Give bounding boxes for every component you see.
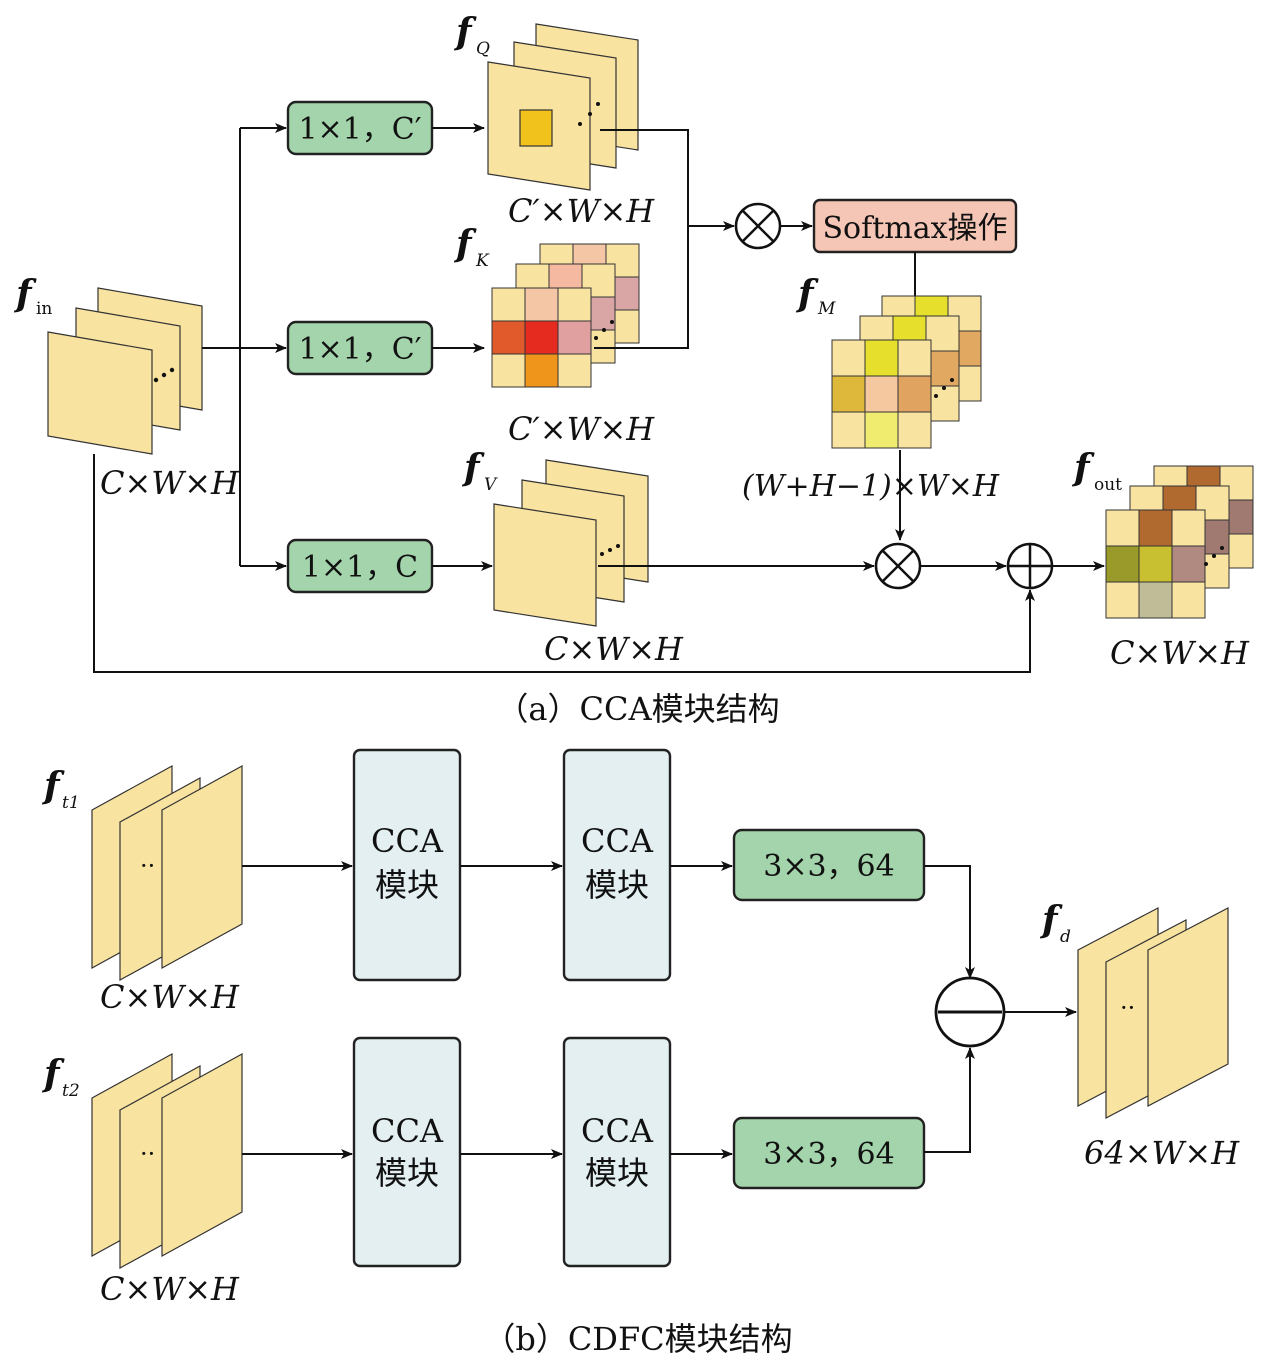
conv-3x3-box-2: 3×3，64 (732, 1116, 926, 1190)
multiply-op-1 (734, 202, 782, 250)
f-d-feature-stack: ·· (1077, 907, 1229, 1119)
f-m-label: f (795, 273, 819, 315)
f-in-subscript: in (36, 299, 52, 319)
f-k-subscript: K (475, 251, 490, 271)
f-k-feature-stack (491, 243, 640, 388)
f-t2-feature-stack: ·· (91, 1052, 243, 1270)
f-v-label: f (461, 447, 485, 489)
add-op (1006, 542, 1054, 590)
svg-text:3×3，64: 3×3，64 (763, 1137, 894, 1172)
f-k-dim: C′×W×H (508, 410, 655, 448)
svg-text:模块: 模块 (585, 1154, 649, 1192)
conv-k-box: 1×1，C′ (286, 320, 434, 376)
svg-text:3×3，64: 3×3，64 (763, 849, 894, 884)
f-in-feature-stack (47, 287, 203, 455)
part-b-caption: （b）CDFC模块结构 (483, 1320, 792, 1358)
f-out-feature-stack (1105, 465, 1254, 619)
svg-text:模块: 模块 (375, 1154, 439, 1192)
softmax-box: Softmax操作 (812, 198, 1018, 254)
f-out-dim: C×W×H (1110, 634, 1250, 672)
conv-q-box: 1×1，C′ (286, 100, 434, 156)
svg-text:CCA: CCA (371, 1112, 444, 1150)
f-out-subscript: out (1094, 475, 1122, 495)
part-a-caption: （a）CCA模块结构 (496, 690, 779, 728)
f-v-feature-stack (493, 459, 649, 627)
svg-text:1×1，C: 1×1，C (302, 550, 418, 585)
f-m-feature-stack (831, 295, 982, 449)
f-t2-dim: C×W×H (100, 1270, 240, 1308)
f-v-subscript: V (484, 475, 498, 495)
svg-text:模块: 模块 (375, 866, 439, 904)
cca-module-1a: CCA 模块 (352, 748, 462, 982)
branch-lines (93, 123, 1035, 673)
f-t1-subscript: t1 (62, 793, 80, 813)
svg-text:CCA: CCA (581, 1112, 654, 1150)
cca-module-1b: CCA 模块 (562, 748, 672, 982)
cca-module-2a: CCA 模块 (352, 1036, 462, 1268)
multiply-op-2 (874, 542, 922, 590)
f-v-dim: C×W×H (544, 630, 684, 668)
f-t1-feature-stack: ·· (91, 764, 243, 982)
svg-text:CCA: CCA (371, 822, 444, 860)
f-d-subscript: d (1060, 927, 1071, 947)
svg-text:Softmax操作: Softmax操作 (822, 211, 1007, 246)
f-t1-dim: C×W×H (100, 978, 240, 1016)
f-q-feature-stack (487, 23, 639, 191)
cca-module-2b: CCA 模块 (562, 1036, 672, 1268)
svg-text:1×1，C′: 1×1，C′ (298, 112, 421, 147)
part-b-cdfc-structure: ·· f t1 C×W×H ·· f t2 C×W×H CCA 模块 CCA 模… (41, 748, 1240, 1358)
svg-text:CCA: CCA (581, 822, 654, 860)
svg-text:1×1，C′: 1×1，C′ (298, 332, 421, 367)
svg-text:··: ·· (1120, 994, 1135, 1022)
conv-3x3-box-1: 3×3，64 (732, 828, 926, 902)
f-in-dim: C×W×H (100, 464, 240, 502)
f-m-subscript: M (817, 299, 836, 319)
f-k-label: f (453, 223, 477, 265)
f-q-dim: C′×W×H (508, 192, 655, 230)
f-out-label: f (1071, 447, 1095, 489)
qk-to-multiply-lines (594, 129, 735, 349)
svg-text:模块: 模块 (585, 866, 649, 904)
f-m-dim: (W+H−1)×W×H (742, 469, 1000, 504)
f-d-dim: 64×W×H (1084, 1134, 1240, 1172)
subtract-op (934, 976, 1006, 1048)
svg-text:··: ·· (140, 852, 155, 880)
f-in-label: f (13, 273, 37, 315)
f-q-subscript: Q (476, 39, 490, 59)
f-t2-subscript: t2 (62, 1081, 80, 1101)
part-a-cca-structure: f in C×W×H 1×1，C′ 1×1，C′ 1×1，C (13, 11, 1254, 728)
svg-text:··: ·· (140, 1140, 155, 1168)
conv-v-box: 1×1，C (286, 538, 434, 594)
conv-output-arrows (432, 123, 493, 571)
f-q-label: f (453, 11, 477, 53)
